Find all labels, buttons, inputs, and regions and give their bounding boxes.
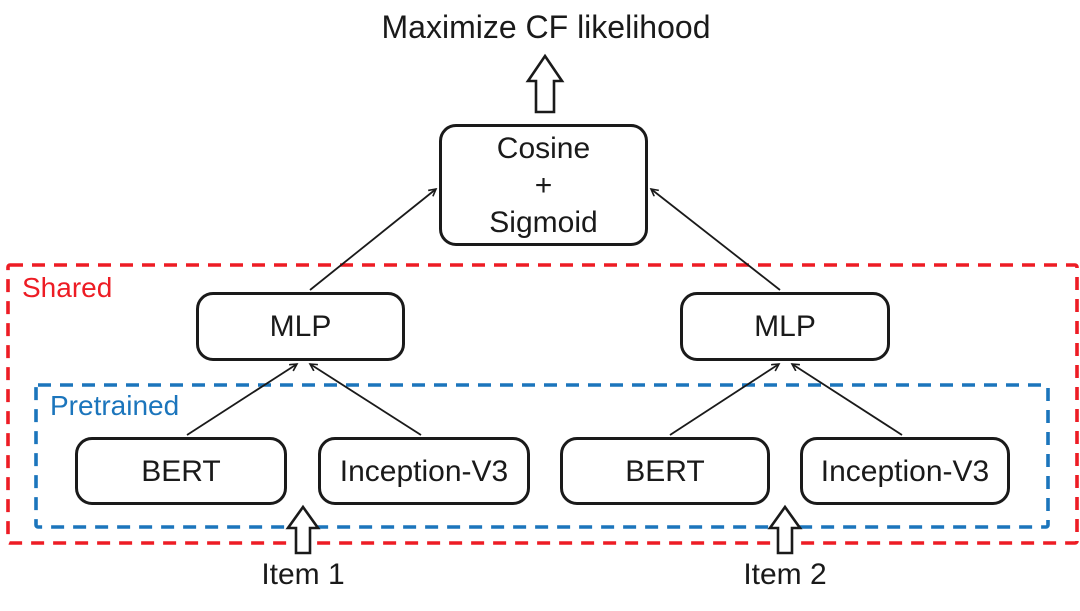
node-bert-left: BERT	[75, 437, 287, 505]
arrow-bert-left-to-mlp-left	[186, 364, 297, 436]
node-inception-v3-left: Inception-V3	[318, 437, 530, 505]
arrow-inception-left-to-mlp-left	[310, 364, 422, 436]
arrow-inception-right-to-mlp-right	[792, 364, 903, 436]
arrow-mlp-left-to-cosine	[309, 189, 436, 291]
item1-label: Item 1	[261, 558, 345, 591]
arrow-mlp-right-to-cosine	[651, 189, 781, 291]
arrow-bert-right-to-mlp-right	[669, 364, 779, 436]
node-mlp-right: MLP	[680, 292, 890, 361]
item1-input-block-arrow-icon	[285, 504, 321, 555]
item2-input-block-arrow-icon	[767, 504, 803, 555]
node-inception-v3-right: Inception-V3	[800, 437, 1010, 505]
node-bert-right: BERT	[560, 437, 770, 505]
pretrained-group-border	[34, 383, 1050, 529]
output-block-arrow-icon	[525, 53, 565, 114]
diagram-title: Maximize CF likelihood	[381, 9, 711, 45]
shared-group-border	[6, 263, 1079, 545]
pretrained-group-label: Pretrained	[50, 390, 180, 421]
node-mlp-left: MLP	[196, 292, 405, 361]
node-cosine-sigmoid: Cosine + Sigmoid	[439, 124, 648, 246]
shared-group-label: Shared	[22, 272, 113, 303]
item2-label: Item 2	[743, 558, 827, 591]
